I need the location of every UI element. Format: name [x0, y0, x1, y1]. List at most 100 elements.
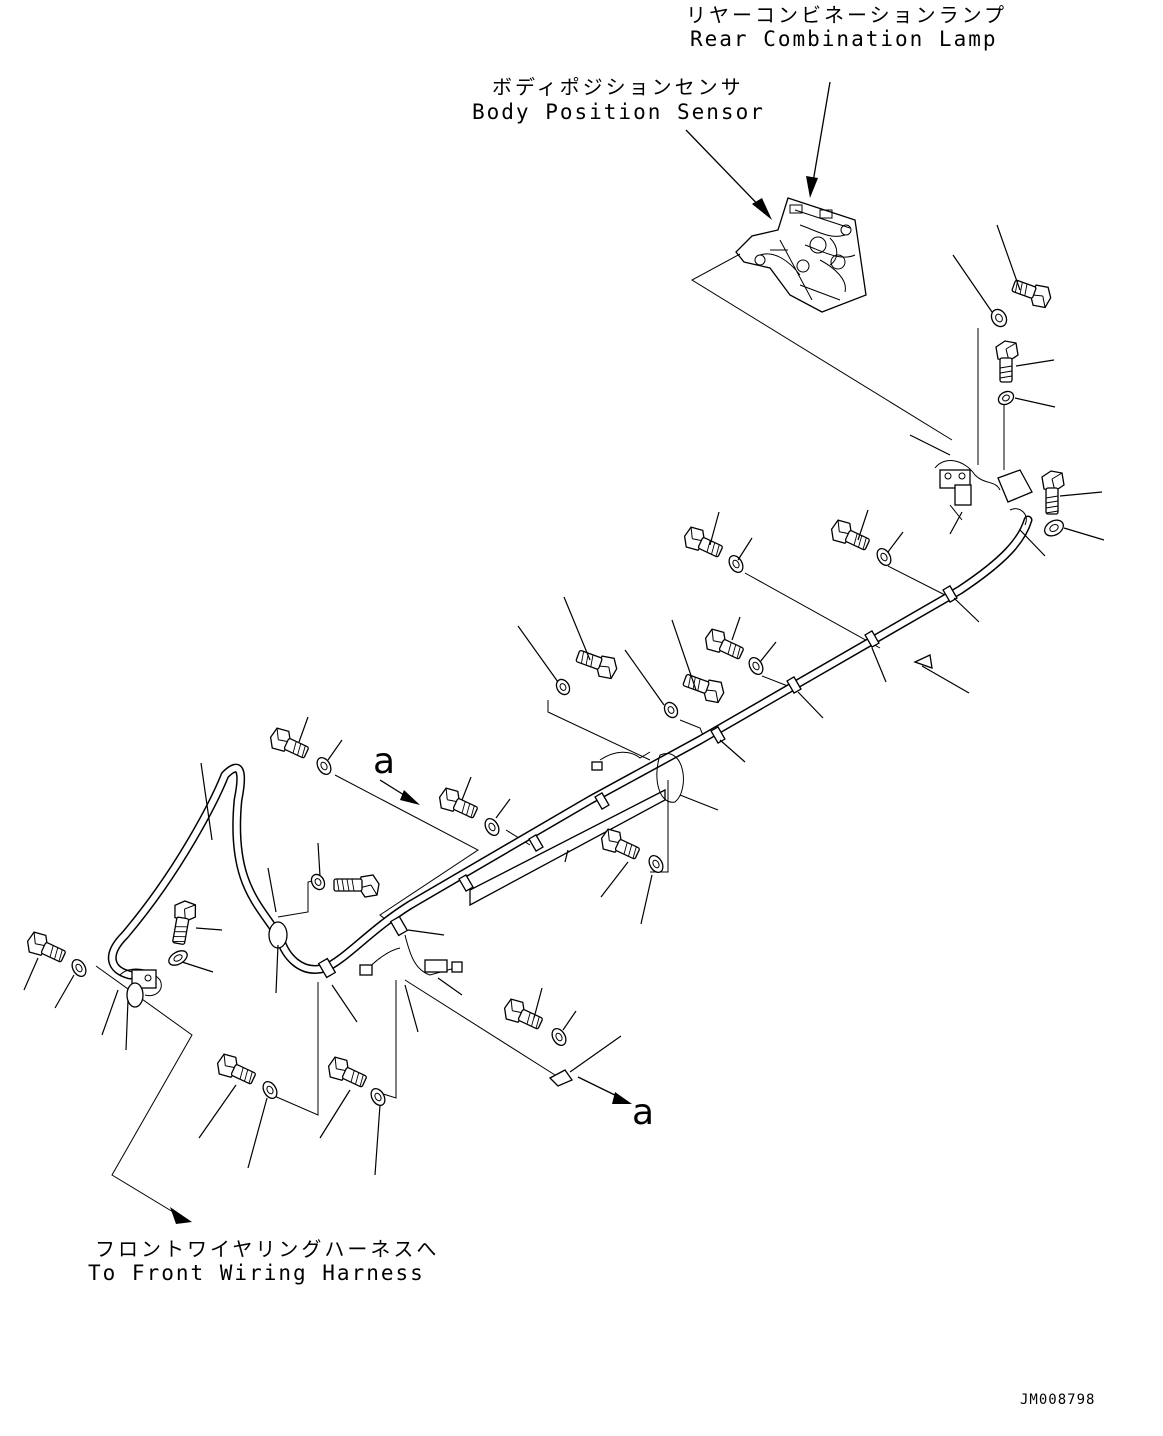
washer [316, 756, 332, 776]
leader-line [437, 977, 463, 996]
leader-line [797, 691, 824, 719]
front-wiring-harness-label-jp: フロントワイヤリングハーネスへ [95, 1237, 439, 1261]
washer [310, 873, 326, 891]
washer [748, 656, 764, 676]
leader-line [407, 929, 445, 936]
body-position-sensor-label-jp: ボディポジションセンサ [492, 75, 744, 99]
leader-line [275, 944, 279, 994]
rear-combination-lamp-label-jp: リヤーコンビネーションランプ [686, 3, 1007, 27]
leader-line [247, 1097, 268, 1169]
leader-line [719, 739, 746, 763]
leader-line [671, 619, 697, 691]
leader-line [267, 867, 277, 913]
leader-line [562, 1010, 577, 1031]
main-wiring-harness [107, 515, 1033, 980]
leader-line [857, 509, 869, 541]
leader-line [533, 987, 543, 1019]
rear-combination-lamp-assembly [735, 197, 867, 313]
front-connector-cluster [119, 968, 162, 1008]
bolt [704, 628, 744, 660]
leader-line [317, 842, 321, 877]
clip [786, 676, 802, 694]
clip [548, 1069, 573, 1087]
reference-arrow-a-top [379, 779, 420, 805]
washer [648, 854, 664, 874]
leader-line [996, 224, 1021, 291]
leader-line [731, 616, 741, 641]
leader-line [200, 762, 213, 841]
washer [990, 308, 1008, 328]
bolt [575, 650, 618, 680]
rear-combination-lamp-label: Rear Combination Lamp [690, 27, 998, 51]
drawing-code: JM008798 [1020, 1392, 1095, 1408]
leader-line [1063, 527, 1105, 541]
leader-line [909, 434, 951, 456]
reference-arrow-a-bottom [577, 1076, 632, 1104]
bolt [269, 727, 309, 759]
leader-line [953, 597, 980, 623]
bolts [26, 279, 1065, 1088]
leader-line [569, 1035, 622, 1073]
leader-line [181, 961, 214, 973]
clip [389, 915, 409, 937]
leader-line [198, 1084, 237, 1139]
washer [663, 701, 679, 719]
washer [1044, 519, 1064, 537]
clip [913, 654, 933, 669]
connector [591, 761, 603, 771]
rear-connector-cluster [934, 460, 1033, 526]
leader-line [887, 531, 904, 553]
leader-line [709, 511, 720, 546]
leader-line [517, 625, 559, 683]
leader-line [624, 649, 665, 706]
washer [555, 678, 571, 696]
front-harness-arrow [170, 1207, 192, 1224]
reference-mark-a-top: a [373, 741, 395, 782]
washer [728, 554, 744, 574]
bolt [327, 1056, 367, 1088]
lamp-leader-arrow [806, 81, 831, 198]
leader-line [461, 776, 472, 801]
bolt [1041, 470, 1065, 515]
clip [594, 792, 610, 810]
harness-clips [268, 585, 958, 1087]
connector [954, 484, 972, 506]
leader-line [952, 254, 993, 313]
leader-line [195, 927, 223, 931]
bolt [26, 931, 66, 963]
bolt [333, 874, 380, 898]
leader-line [871, 647, 887, 683]
washer [71, 958, 87, 978]
bolt [503, 998, 543, 1030]
clip [458, 874, 474, 892]
clip [942, 585, 958, 603]
leader-line [495, 798, 511, 819]
leader-line [679, 794, 719, 811]
washer [262, 1080, 278, 1100]
leader-line [298, 716, 309, 743]
bolt [830, 519, 870, 551]
body-position-sensor-label: Body Position Sensor [472, 100, 765, 124]
leader-line [319, 1089, 351, 1139]
bolt [682, 674, 725, 704]
clip [528, 834, 544, 852]
washers [71, 308, 1064, 1107]
connector [126, 982, 144, 1008]
clip [268, 921, 288, 949]
bolt [1011, 279, 1052, 309]
leader-line [949, 511, 963, 535]
clip [864, 630, 880, 648]
bolt [600, 828, 640, 860]
leader-line [101, 989, 119, 1036]
washer [370, 1087, 386, 1107]
mid-connector-cluster [359, 751, 651, 976]
leader-line [600, 861, 629, 898]
leader-line [1059, 491, 1103, 497]
leader-line [54, 974, 75, 1009]
leader-line [1015, 359, 1055, 367]
leader-line [759, 641, 777, 663]
leader-line [921, 665, 970, 694]
bolt [216, 1053, 256, 1085]
